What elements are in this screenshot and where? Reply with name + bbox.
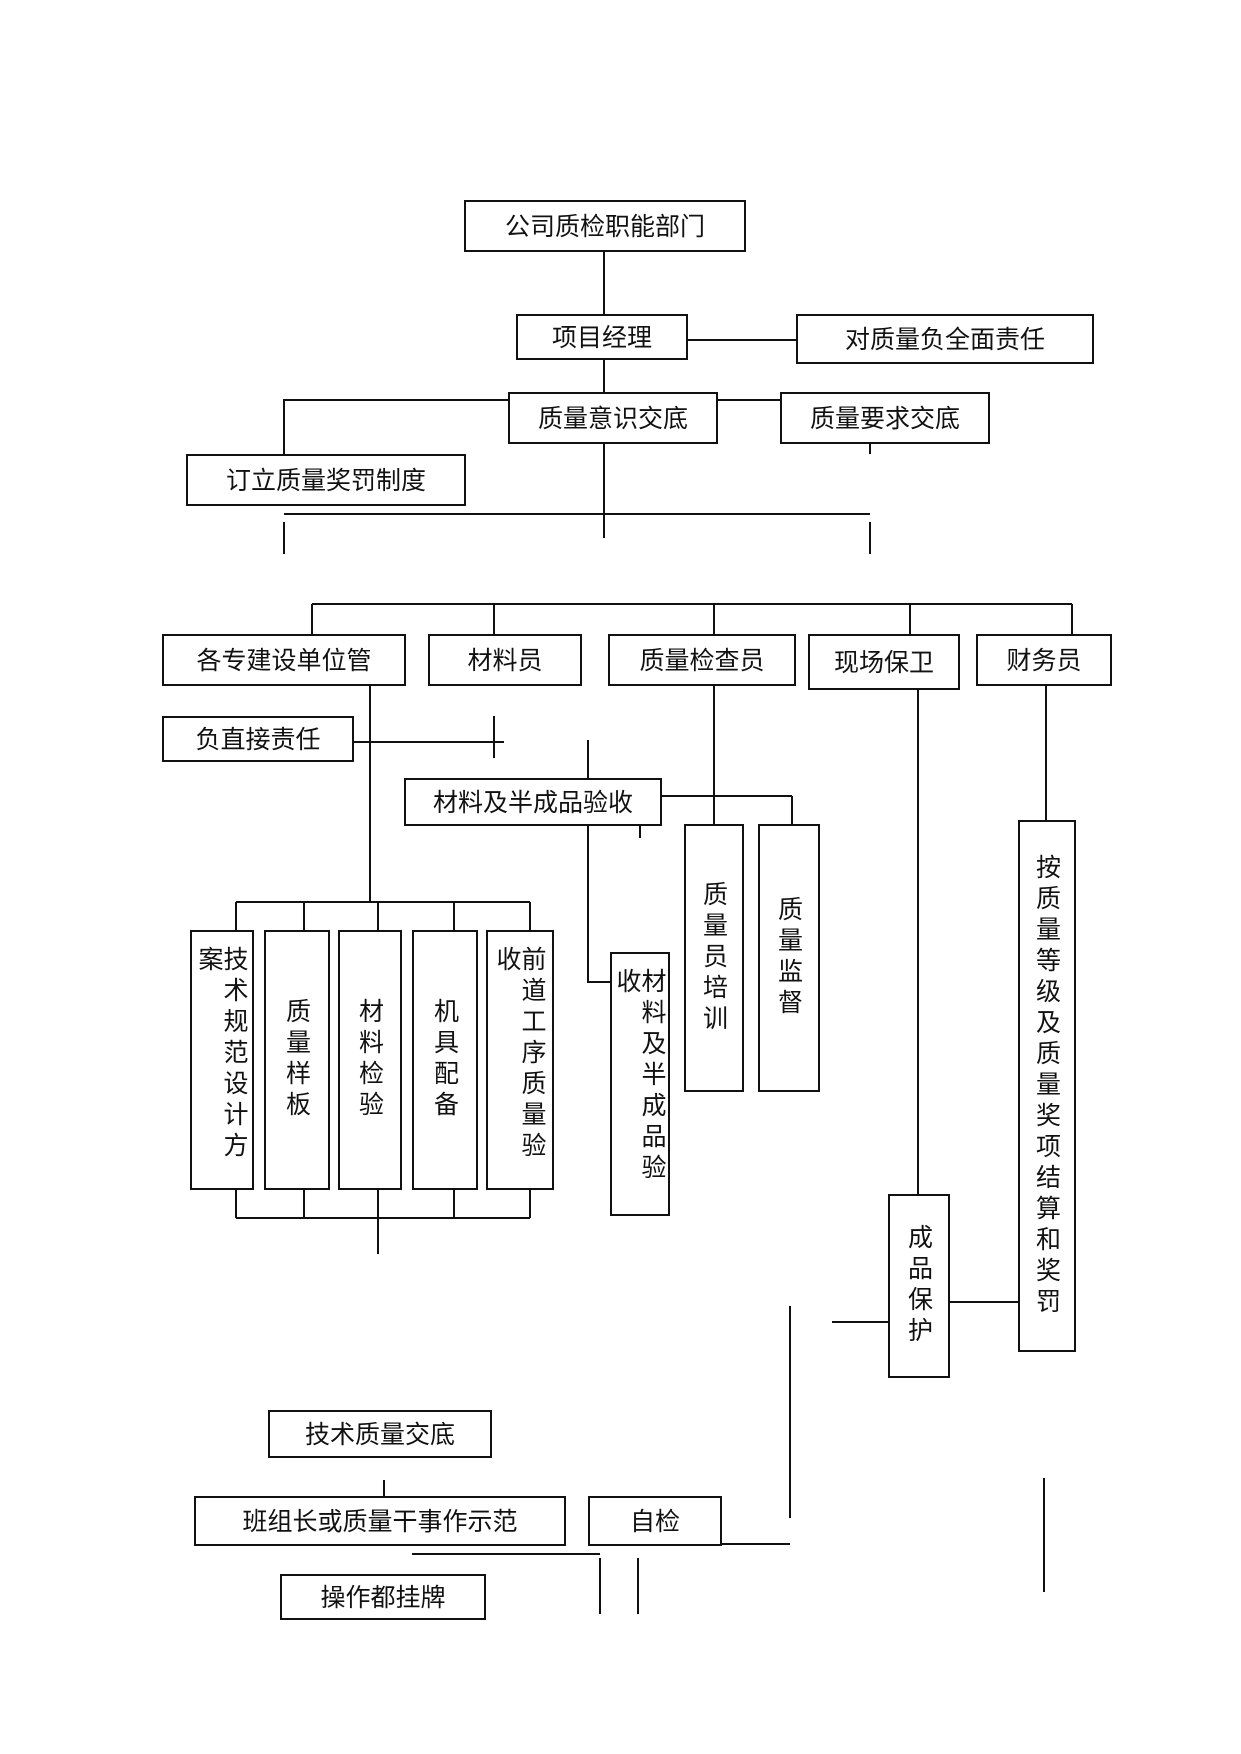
staff-training-node: 质量员培训 <box>684 824 744 1092</box>
quality-settlement-node: 按质量等级及质量奖项结算和奖罚 <box>1018 820 1076 1352</box>
material-acceptance-vertical-node: 材料及半成品验收 <box>610 952 670 1216</box>
full-responsibility-node: 对质量负全面责任 <box>796 314 1094 364</box>
quality-supervision-node: 质量监督 <box>758 824 820 1092</box>
quality-inspector-node: 质量检查员 <box>608 634 796 686</box>
direct-responsibility-node: 负直接责任 <box>162 716 354 762</box>
company-qc-dept-node: 公司质检职能部门 <box>464 200 746 252</box>
finance-staff-node: 财务员 <box>976 634 1112 686</box>
quality-sample-node: 质量样板 <box>264 930 330 1190</box>
operator-tag-node: 操作都挂牌 <box>280 1574 486 1620</box>
project-manager-node: 项目经理 <box>516 314 688 360</box>
tech-quality-briefing-node: 技术质量交底 <box>268 1410 492 1458</box>
material-inspection-node: 材料检验 <box>338 930 402 1190</box>
self-check-node: 自检 <box>588 1496 722 1546</box>
team-leader-demo-node: 班组长或质量干事作示范 <box>194 1496 566 1546</box>
quality-requirement-node: 质量要求交底 <box>780 392 990 444</box>
reward-system-node: 订立质量奖罚制度 <box>186 454 466 506</box>
construction-units-node: 各专建设单位管 <box>162 634 406 686</box>
material-staff-node: 材料员 <box>428 634 582 686</box>
site-security-node: 现场保卫 <box>808 634 960 690</box>
quality-awareness-node: 质量意识交底 <box>508 392 718 444</box>
previous-process-node: 前道工序质量验收 <box>486 930 554 1190</box>
tech-spec-node: 技术规范设计方案 <box>190 930 254 1190</box>
material-acceptance-node: 材料及半成品验收 <box>404 778 662 826</box>
equipment-node: 机具配备 <box>412 930 478 1190</box>
product-protection-node: 成品保护 <box>888 1194 950 1378</box>
